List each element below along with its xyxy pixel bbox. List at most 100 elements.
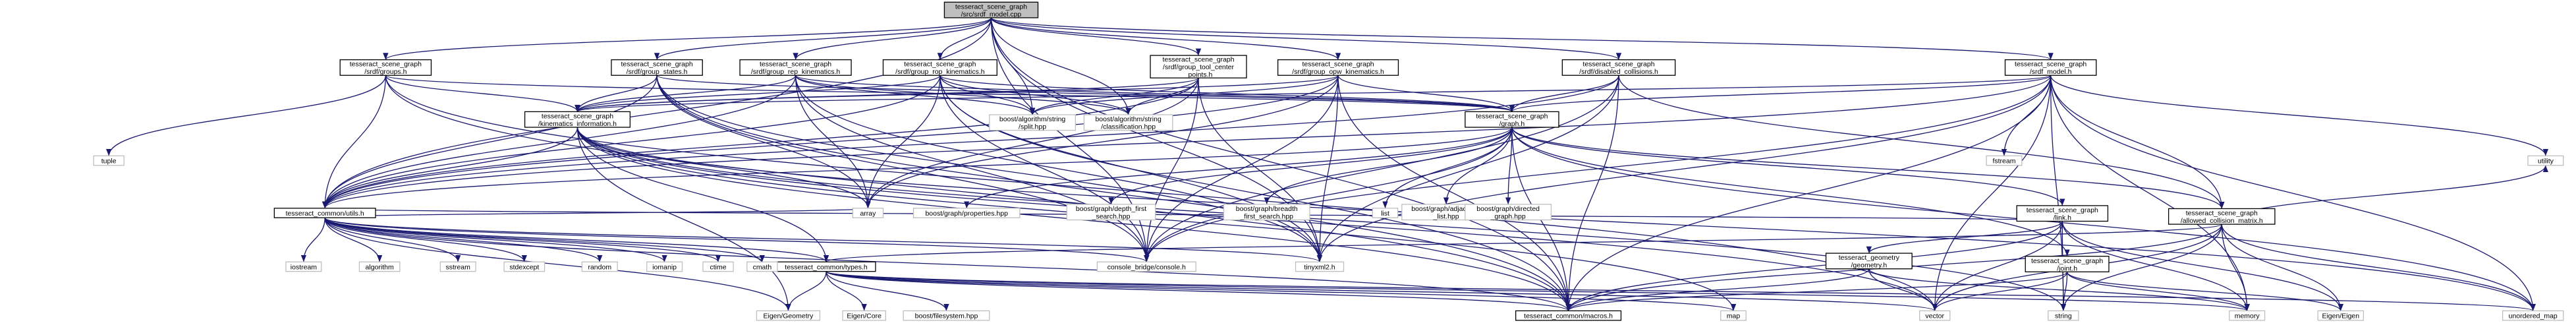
types-node[interactable]: tesseract_common/types.h bbox=[776, 261, 876, 272]
fstream-box bbox=[1986, 155, 2023, 166]
kin-info-node[interactable]: tesseract_scene_graph/kinematics_informa… bbox=[524, 111, 631, 128]
group-tcp-label-line: _points.h bbox=[1184, 71, 1213, 79]
link-label-line: /link.h bbox=[2054, 214, 2072, 222]
edge-utils-to-algorithm bbox=[324, 218, 383, 262]
unordered-map-box bbox=[2502, 310, 2564, 321]
edge-types-to-unordered-map bbox=[826, 271, 2535, 311]
group-rop-kin-node[interactable]: tesseract_scene_graph/srdf/group_rop_kin… bbox=[882, 59, 997, 76]
graph-label-line: tesseract_scene_graph bbox=[1476, 112, 1548, 120]
group-states-box bbox=[611, 59, 703, 76]
fstream-node: fstream bbox=[1986, 155, 2023, 166]
properties-label-line: boost/graph/properties.hpp bbox=[925, 210, 1008, 218]
ctime-label-line: ctime bbox=[710, 263, 726, 271]
eigen-label-line: Eigen/Eigen bbox=[2322, 313, 2359, 320]
eigen-core-label-line: Eigen/Core bbox=[847, 313, 882, 320]
edge-utils-to-tinyxml bbox=[324, 217, 1322, 262]
group-states-node[interactable]: tesseract_scene_graph/srdf/group_states.… bbox=[611, 59, 703, 76]
breadth-first-label-line: _first_search.hpp bbox=[1239, 212, 1293, 220]
graph-node[interactable]: tesseract_scene_graph/graph.h bbox=[1465, 111, 1559, 128]
groups-label-line: /srdf/groups.h bbox=[364, 68, 406, 76]
filesystem-node: boost/filesystem.hpp bbox=[903, 310, 990, 321]
array-box bbox=[852, 208, 884, 218]
edge-disabled-coll-to-graph bbox=[1509, 75, 1619, 112]
macros-node[interactable]: tesseract_common/macros.h bbox=[1515, 310, 1622, 321]
eigen-box bbox=[2317, 310, 2365, 321]
edge-link-to-memory bbox=[2061, 221, 2250, 311]
tinyxml-box bbox=[1295, 261, 1345, 272]
graph-box bbox=[1465, 111, 1559, 128]
srdf-model-node[interactable]: tesseract_scene_graph/srdf_model.h bbox=[2004, 59, 2097, 76]
cmath-label-line: cmath bbox=[753, 263, 772, 271]
edge-group-tcp-to-utils bbox=[322, 78, 1199, 208]
edge-root-to-group-rep-kin bbox=[793, 17, 992, 60]
group-states-label-line: tesseract_scene_graph bbox=[621, 61, 693, 69]
acm-node[interactable]: tesseract_scene_graph/allowed_collision_… bbox=[2168, 208, 2276, 225]
filesystem-box bbox=[903, 310, 990, 321]
group-tcp-node[interactable]: tesseract_scene_graph/srdf/group_tool_ce… bbox=[1150, 55, 1247, 79]
edge-graph-to-adjacency bbox=[1443, 127, 1513, 204]
array-node: array bbox=[852, 208, 884, 218]
tuple-node: tuple bbox=[93, 155, 125, 166]
eigen-geometry-box bbox=[756, 310, 821, 321]
fstream-label-line: fstream bbox=[1992, 158, 2015, 165]
root-node[interactable]: tesseract_scene_graph/src/srdf_model.cpp bbox=[943, 1, 1039, 18]
split-label-line: /split.hpp bbox=[1019, 123, 1046, 131]
edge-joint-to-vector bbox=[1932, 272, 2068, 311]
kin-info-label-line: /kinematics_information.h bbox=[538, 120, 617, 128]
iostream-box bbox=[285, 261, 322, 272]
edge-joint-to-string bbox=[2060, 272, 2068, 311]
vector-label-line: vector bbox=[1925, 313, 1944, 320]
edge-group-rep-kin-to-console bbox=[795, 75, 1150, 262]
edge-utils-to-stdexcept bbox=[324, 218, 527, 262]
edge-link-to-geometry bbox=[1866, 221, 2063, 254]
group-opw-kin-node[interactable]: tesseract_scene_graph/srdf/group_opw_kin… bbox=[1277, 59, 1399, 76]
graph-label-line: /graph.h bbox=[1499, 120, 1525, 128]
disabled-coll-node[interactable]: tesseract_scene_graph/srdf/disabled_coll… bbox=[1561, 59, 1676, 76]
depth-first-label-line: _search.hpp bbox=[1092, 212, 1131, 220]
edge-group-states-to-kin-info bbox=[574, 75, 658, 112]
group-opw-kin-label-line: tesseract_scene_graph bbox=[1302, 61, 1374, 69]
edge-groups-to-macros bbox=[385, 75, 1571, 311]
edge-group-rop-kin-to-split bbox=[939, 75, 1036, 115]
directed-label-line: boost/graph/directed bbox=[1476, 205, 1540, 213]
geometry-node[interactable]: tesseract_geometry/geometry.h bbox=[1825, 253, 1913, 270]
adjacency-label-line: _list.hpp bbox=[1432, 212, 1459, 220]
link-node[interactable]: tesseract_scene_graph/link.h bbox=[2016, 205, 2109, 222]
list-box bbox=[1372, 208, 1399, 218]
edge-utils-to-cmath bbox=[324, 217, 765, 262]
edge-root-to-classification bbox=[990, 17, 1131, 115]
string-node: string bbox=[2048, 310, 2079, 321]
joint-label-line: tesseract_scene_graph bbox=[2031, 257, 2103, 265]
groups-node[interactable]: tesseract_scene_graph/srdf/groups.h bbox=[339, 59, 432, 76]
edge-srdf-model-to-utils bbox=[322, 75, 2052, 208]
group-opw-kin-label-line: /srdf/group_opw_kinematics.h bbox=[1292, 68, 1384, 76]
edge-acm-to-eigen bbox=[2221, 224, 2343, 311]
array-label-line: array bbox=[860, 210, 876, 218]
classification-label-line: boost/algorithm/string bbox=[1095, 115, 1162, 123]
eigen-geometry-label-line: Eigen/Geometry bbox=[763, 313, 814, 320]
edge-types-to-macros bbox=[826, 271, 1571, 311]
joint-node[interactable]: tesseract_scene_graph/joint.h bbox=[2025, 256, 2110, 273]
edge-group-rep-kin-to-classification bbox=[795, 75, 1131, 115]
groups-box bbox=[339, 59, 432, 76]
breadth-first-box bbox=[1223, 204, 1310, 221]
random-box bbox=[581, 261, 618, 272]
utils-label-line: tesseract_common/utils.h bbox=[286, 210, 364, 218]
cmath-node: cmath bbox=[746, 261, 778, 272]
edge-group-rop-kin-to-console bbox=[939, 75, 1150, 262]
edge-root-to-disabled-coll bbox=[990, 17, 1621, 61]
utils-node[interactable]: tesseract_common/utils.h bbox=[273, 208, 376, 218]
map-box bbox=[1720, 310, 1747, 321]
edge-graph-to-depth-first bbox=[1108, 127, 1513, 204]
disabled-coll-label-line: tesseract_scene_graph bbox=[1582, 61, 1654, 69]
edge-srdf-model-to-acm bbox=[2050, 75, 2225, 209]
map-node: map bbox=[1720, 310, 1747, 321]
edge-groups-to-kin-info bbox=[385, 75, 580, 112]
edge-group-rop-kin-to-macros bbox=[939, 75, 1571, 311]
group-rep-kin-node[interactable]: tesseract_scene_graph/srdf/group_rep_kin… bbox=[739, 59, 852, 76]
groups-label-line: tesseract_scene_graph bbox=[350, 61, 422, 69]
console-node: console_bridge/console.h bbox=[1096, 261, 1196, 272]
edge-graph-to-acm bbox=[1511, 127, 2225, 209]
directed-node: boost/graph/directed_graph.hpp bbox=[1465, 204, 1552, 220]
dependency-nodes: tesseract_scene_graph/src/srdf_model.cpp… bbox=[93, 1, 2564, 321]
